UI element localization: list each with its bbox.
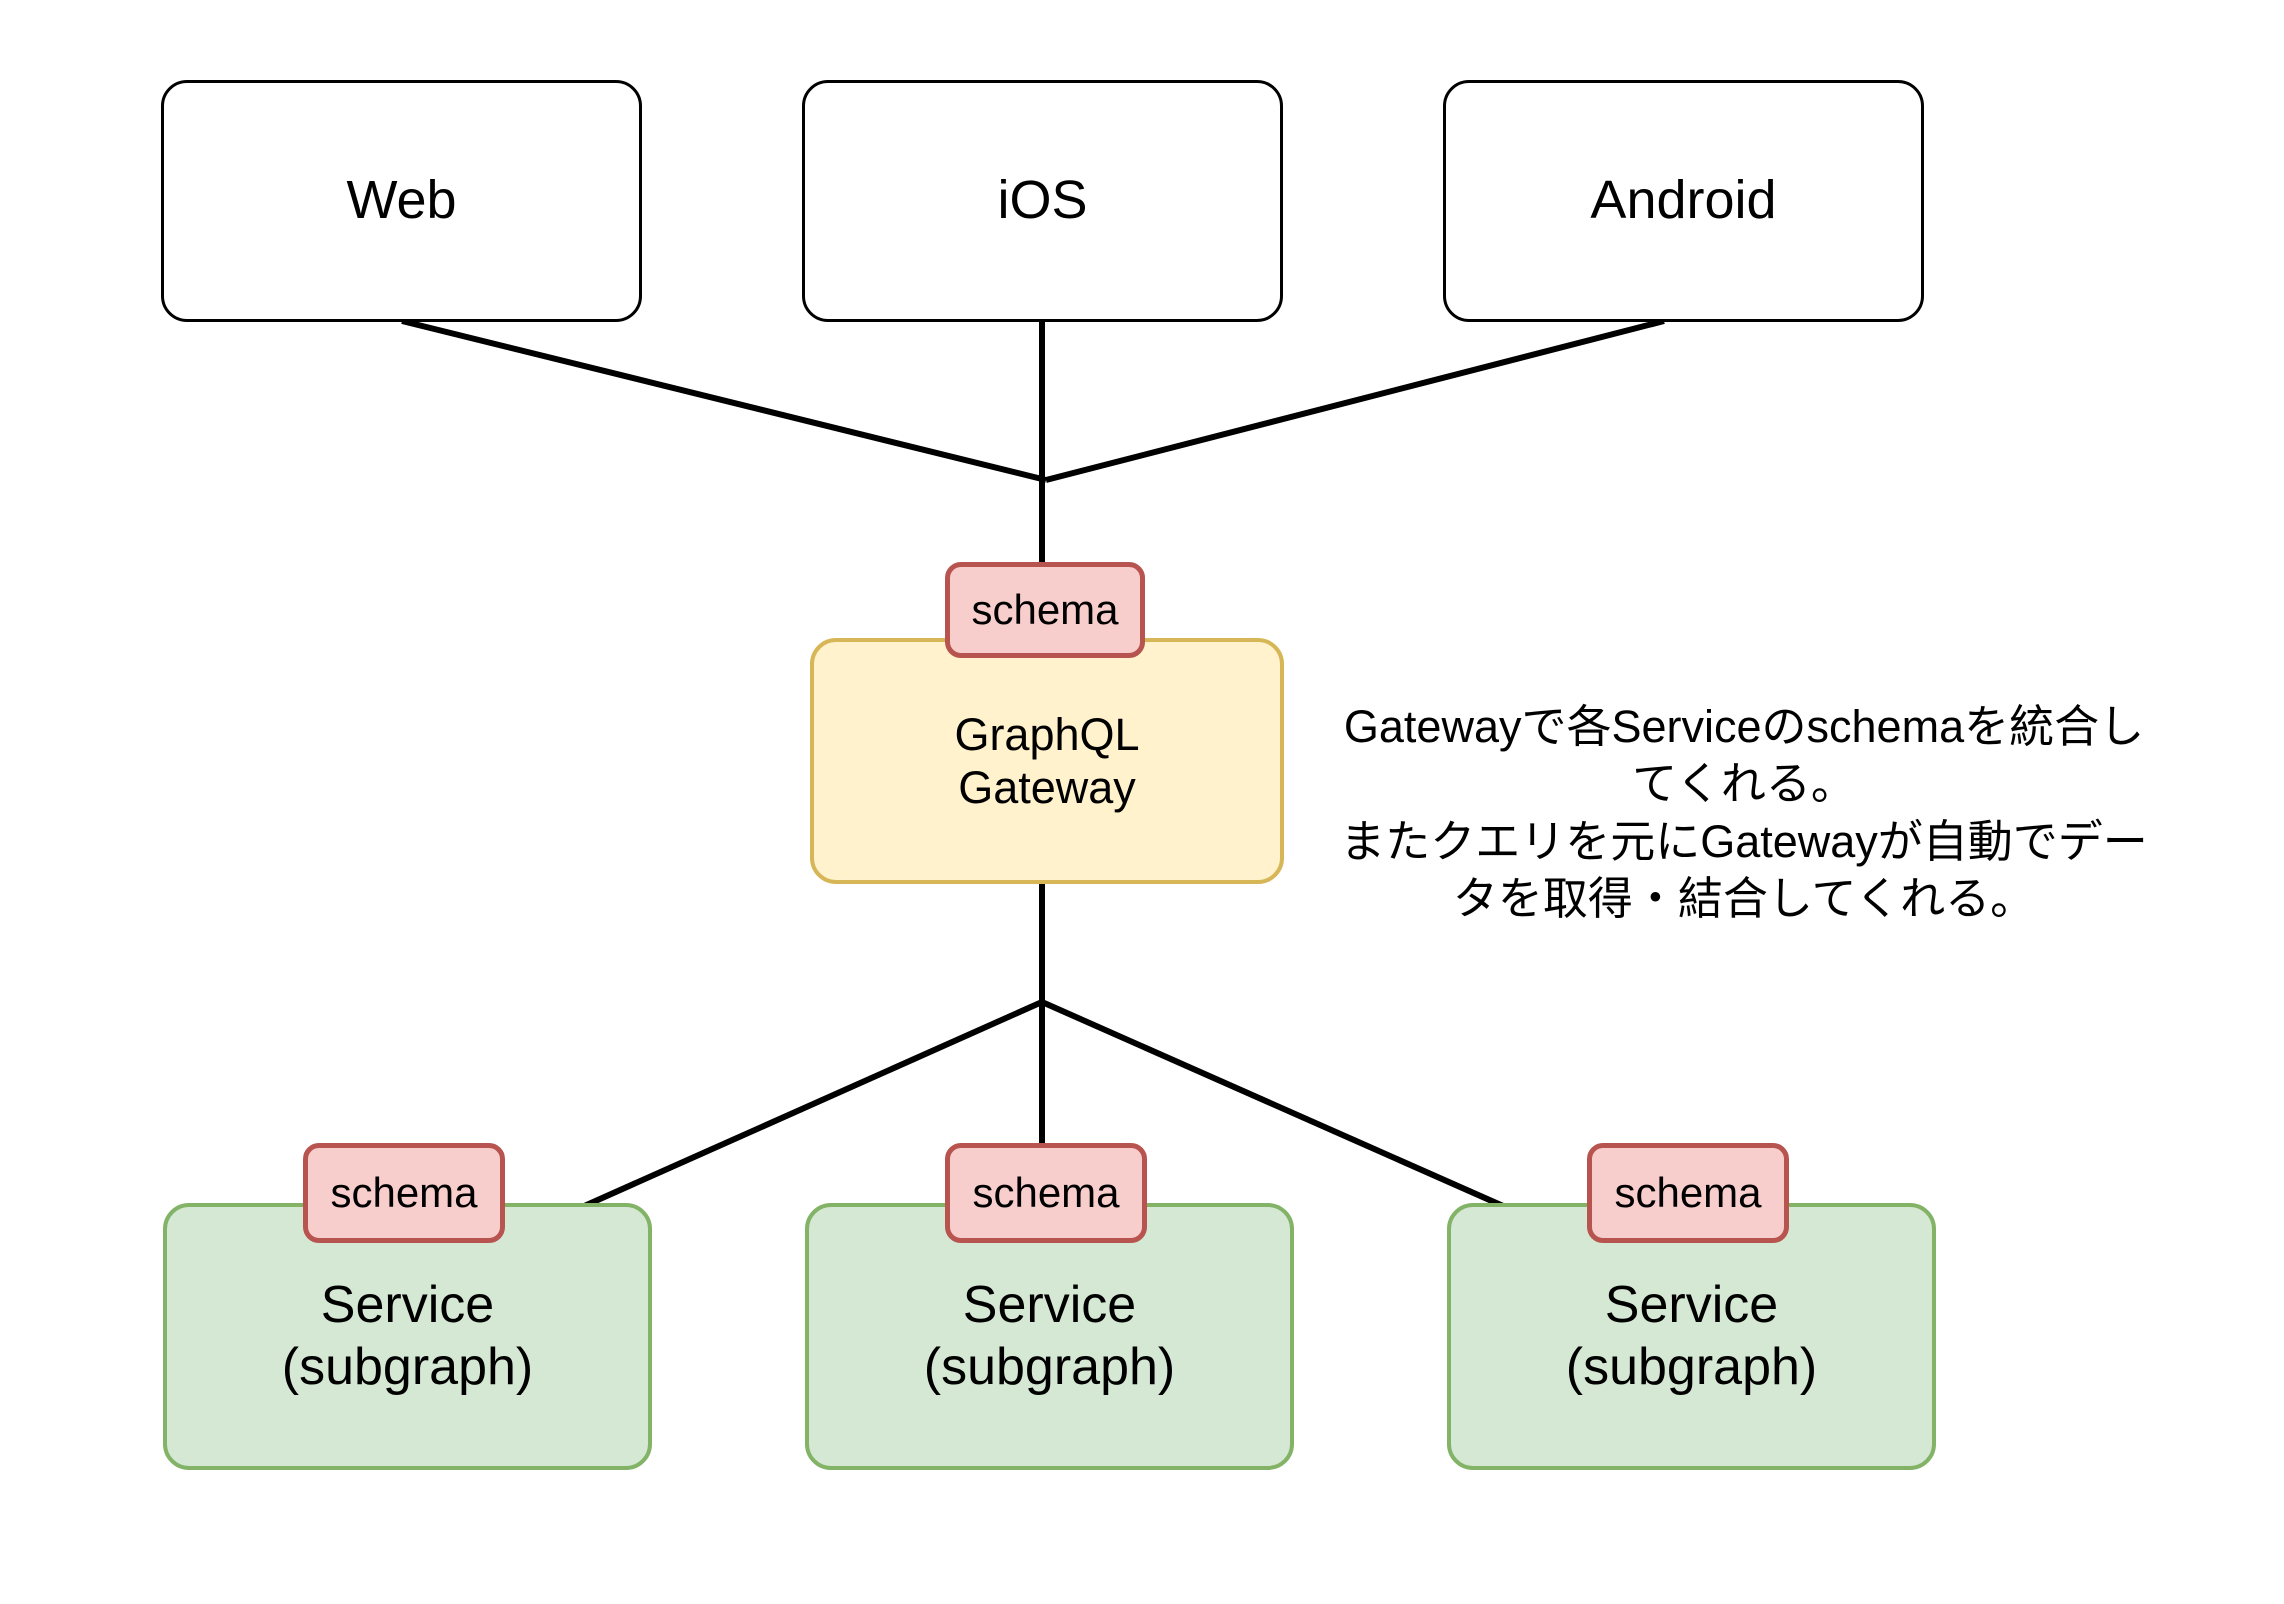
service-node-3[interactable]: Service (subgraph): [1447, 1203, 1936, 1470]
client-node-web-label: Web: [346, 170, 457, 231]
gateway-node[interactable]: GraphQL Gateway: [810, 638, 1284, 884]
service-node-2[interactable]: Service (subgraph): [805, 1203, 1294, 1470]
service-node-1-label: Service (subgraph): [281, 1276, 534, 1396]
service-node-1[interactable]: Service (subgraph): [163, 1203, 652, 1470]
schema-badge-service-1-label: schema: [330, 1169, 478, 1216]
schema-badge-service-1[interactable]: schema: [303, 1143, 505, 1243]
client-node-ios[interactable]: iOS: [802, 80, 1283, 322]
gateway-annotation: Gatewayで各Serviceのschemaを統合してくれる。 またクエリを元…: [1330, 640, 2158, 928]
schema-badge-gateway[interactable]: schema: [945, 562, 1145, 658]
client-node-ios-label: iOS: [997, 170, 1088, 231]
service-node-3-label: Service (subgraph): [1565, 1276, 1818, 1396]
schema-badge-service-2-label: schema: [972, 1169, 1120, 1216]
schema-badge-service-3-label: schema: [1614, 1169, 1762, 1216]
client-node-android[interactable]: Android: [1443, 80, 1924, 322]
service-node-2-label: Service (subgraph): [923, 1276, 1176, 1396]
gateway-annotation-text: Gatewayで各Serviceのschemaを統合してくれる。 またクエリを元…: [1340, 700, 2148, 925]
schema-badge-gateway-label: schema: [971, 586, 1119, 633]
edge-android-to-gateway: [1045, 318, 1665, 483]
client-node-web[interactable]: Web: [161, 80, 642, 322]
schema-badge-service-3[interactable]: schema: [1587, 1143, 1789, 1243]
schema-badge-service-2[interactable]: schema: [945, 1143, 1147, 1243]
client-node-android-label: Android: [1590, 170, 1777, 231]
gateway-node-label: GraphQL Gateway: [954, 708, 1140, 813]
edge-web-to-gateway: [401, 318, 1047, 483]
